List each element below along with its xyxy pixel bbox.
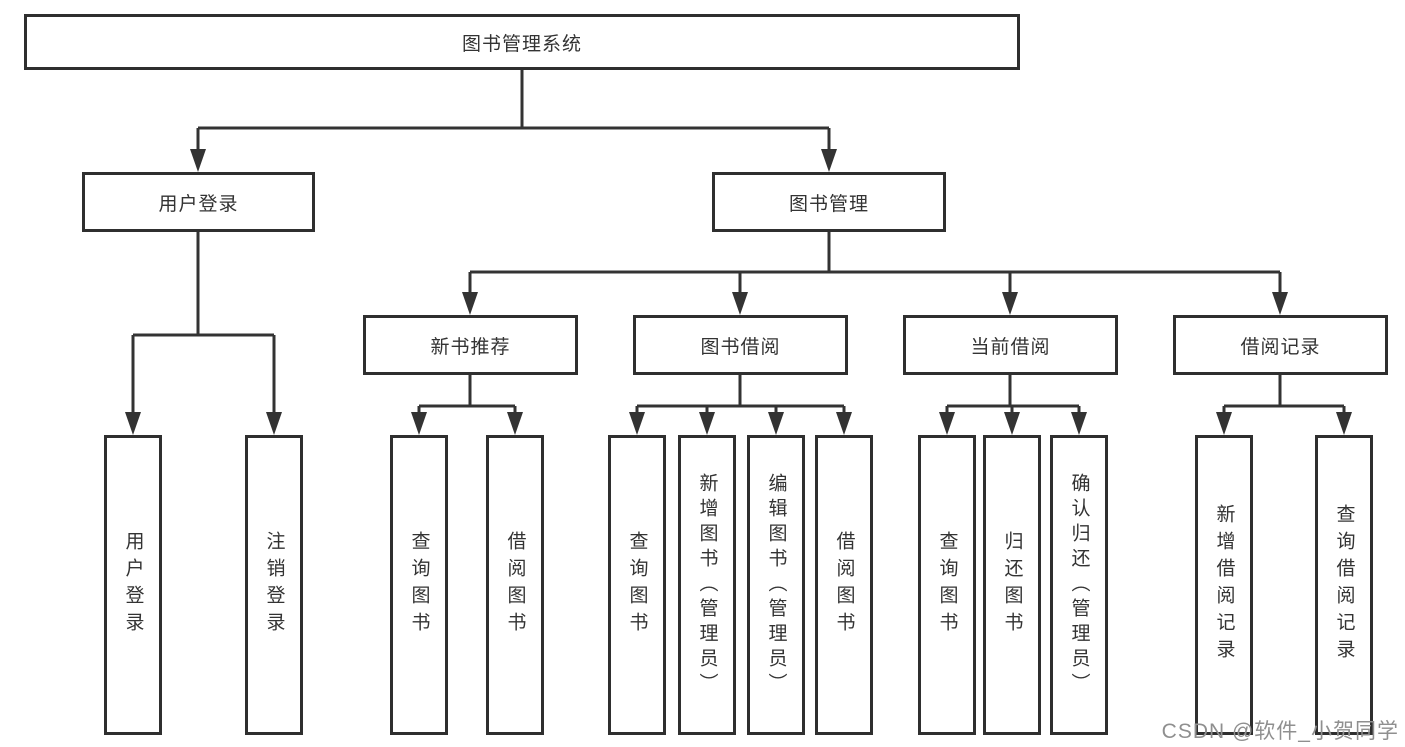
leaf-query-books-2: 查询图书 <box>608 435 666 735</box>
leaf-user-login: 用户登录 <box>104 435 162 735</box>
node-label: 归还图书 <box>1001 531 1023 639</box>
csdn-watermark: CSDN @软件_小贺同学 <box>1161 720 1399 743</box>
node-user-login: 用户登录 <box>82 172 315 232</box>
node-label: 借阅记录 <box>1240 336 1321 358</box>
leaf-logout: 注销登录 <box>245 435 303 735</box>
node-library-system-root: 图书管理系统 <box>24 14 1020 70</box>
leaf-edit-books-admin: 编辑图书（管理员） <box>747 435 805 735</box>
node-current-borrowing: 当前借阅 <box>903 315 1118 375</box>
arrowheads <box>125 149 1352 435</box>
leaf-borrow-books-2: 借阅图书 <box>815 435 873 735</box>
leaf-query-borrow-record: 查询借阅记录 <box>1315 435 1373 735</box>
node-label: 查询借阅记录 <box>1333 504 1355 666</box>
leaf-query-books-1: 查询图书 <box>390 435 448 735</box>
node-book-management: 图书管理 <box>712 172 946 232</box>
node-label: 新书推荐 <box>430 336 511 358</box>
leaf-add-borrow-record: 新增借阅记录 <box>1195 435 1253 735</box>
node-label: 借阅图书 <box>504 531 526 639</box>
leaf-query-books-3: 查询图书 <box>918 435 976 735</box>
node-label: 图书管理 <box>788 193 869 215</box>
leaf-add-books-admin: 新增图书（管理员） <box>678 435 736 735</box>
node-label: 图书借阅 <box>700 336 781 358</box>
node-new-book-recommend: 新书推荐 <box>363 315 578 375</box>
leaf-borrow-books-1: 借阅图书 <box>486 435 544 735</box>
leaf-confirm-return-admin: 确认归还（管理员） <box>1050 435 1108 735</box>
leaf-return-books: 归还图书 <box>983 435 1041 735</box>
node-label: 查询图书 <box>936 531 958 639</box>
node-label: 新增图书（管理员） <box>696 472 718 698</box>
node-label: 注销登录 <box>263 531 285 639</box>
node-label: 用户登录 <box>122 531 144 639</box>
node-label: 借阅图书 <box>833 531 855 639</box>
node-label: 查询图书 <box>408 531 430 639</box>
node-label: 用户登录 <box>158 193 239 215</box>
node-borrowing-records: 借阅记录 <box>1173 315 1388 375</box>
node-label: 查询图书 <box>626 531 648 639</box>
node-book-borrowing: 图书借阅 <box>633 315 848 375</box>
node-label: 确认归还（管理员） <box>1068 472 1090 698</box>
node-label: 新增借阅记录 <box>1213 504 1235 666</box>
node-label: 当前借阅 <box>970 336 1051 358</box>
node-label: 编辑图书（管理员） <box>765 472 787 698</box>
node-label: 图书管理系统 <box>461 33 582 55</box>
